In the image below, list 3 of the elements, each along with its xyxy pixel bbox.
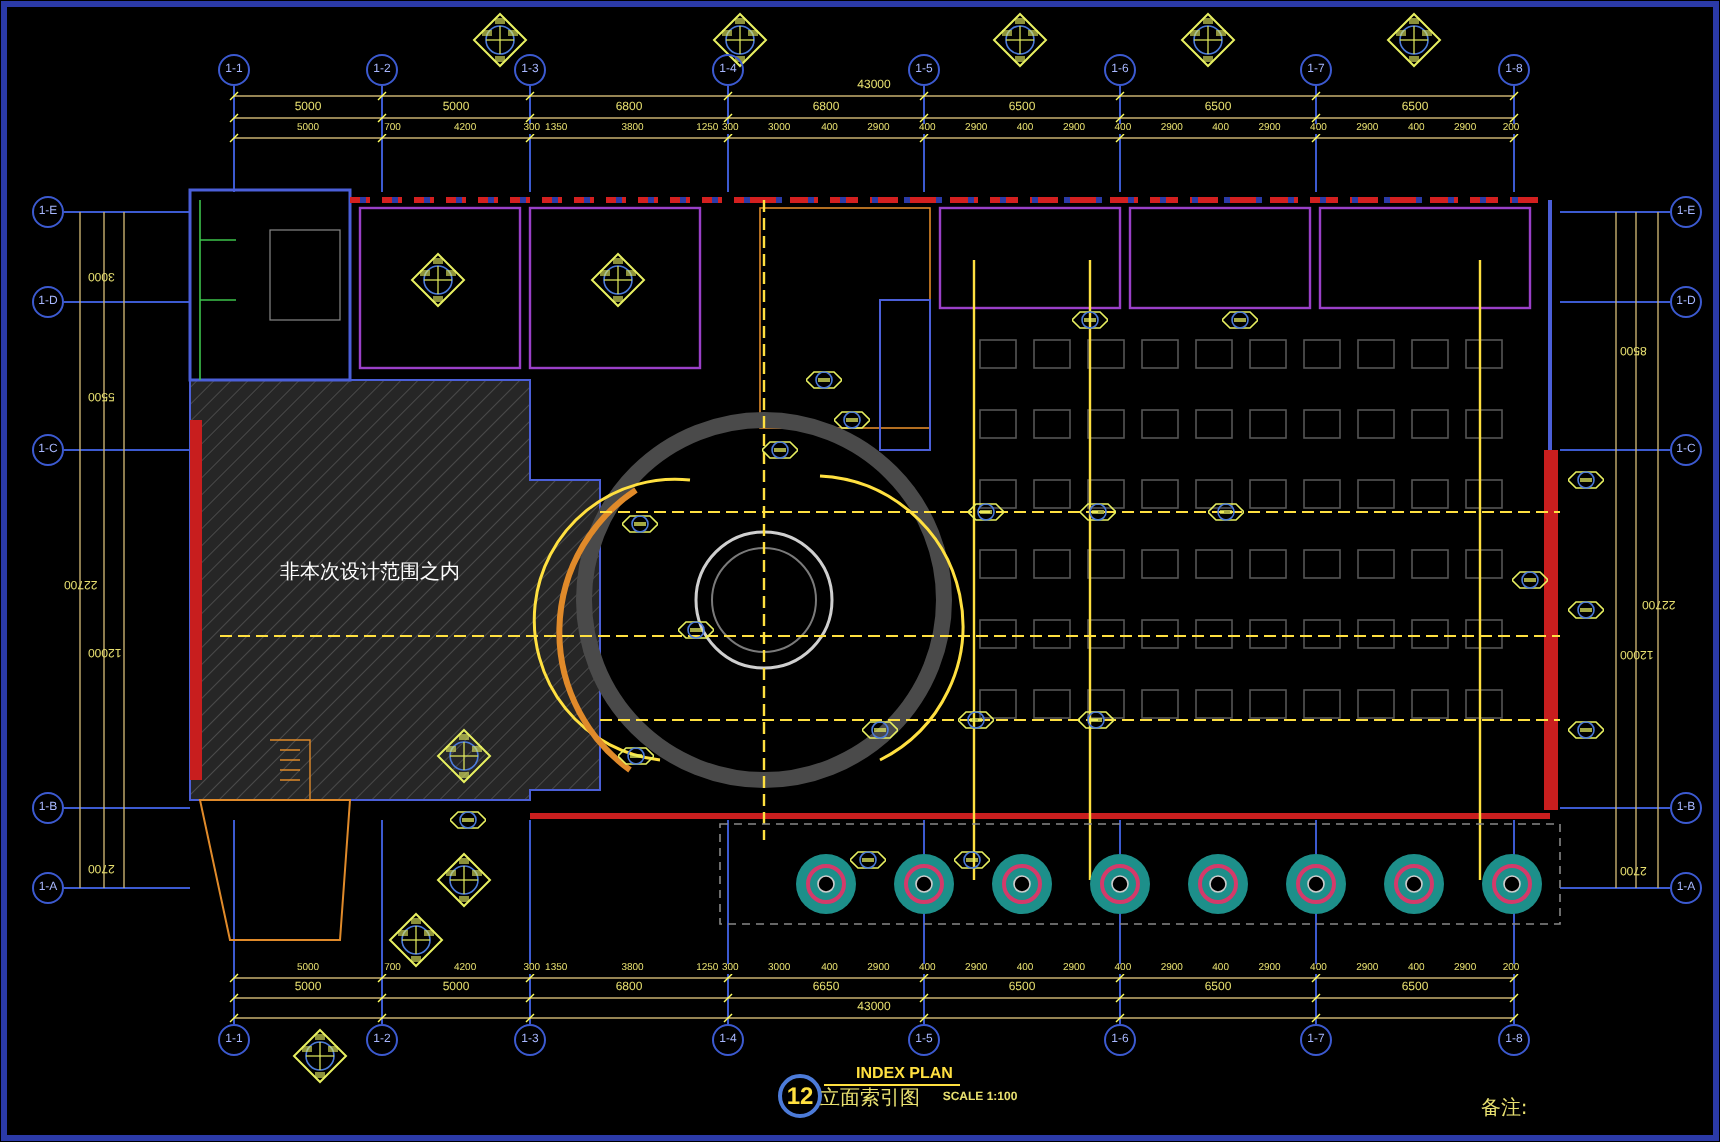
area-note: 非本次设计范围之内 (280, 564, 460, 584)
remarks-note: 备注: (1480, 1100, 1528, 1120)
drawing-title: INDEX PLAN (824, 1066, 961, 1086)
